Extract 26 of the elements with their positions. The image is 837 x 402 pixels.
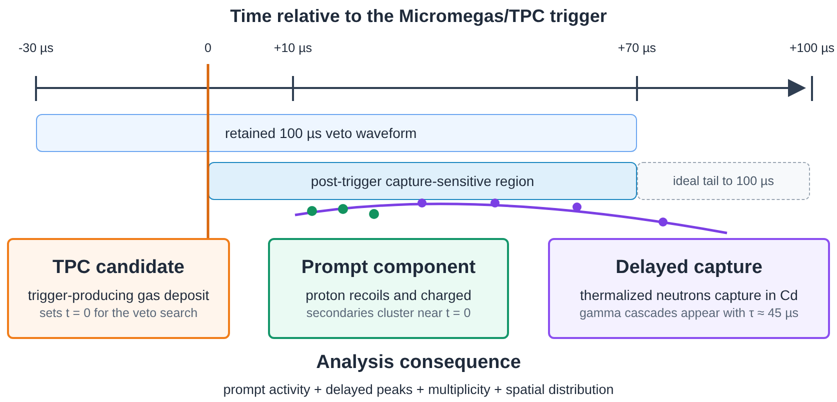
card-text: proton recoils and charged	[306, 287, 472, 303]
card-heading: Prompt component	[301, 257, 476, 279]
band-label: retained 100 µs veto waveform	[225, 125, 417, 141]
diagram-title: Time relative to the Micromegas/TPC trigger	[229, 6, 608, 27]
card-heading: Delayed capture	[616, 257, 762, 279]
heading: Analysis consequence	[315, 352, 522, 374]
info-card	[7, 238, 230, 339]
card-note: sets t = 0 for the veto search	[39, 306, 198, 320]
time-window-band	[208, 162, 637, 200]
band-label: post-trigger capture-sensitive region	[310, 173, 534, 189]
summary-text: prompt activity + delayed peaks + multiplicity + spatial distribution	[222, 382, 615, 397]
tick-label: +100 µs	[789, 41, 835, 55]
time-window-band	[637, 162, 810, 200]
tick-label: 0	[204, 41, 212, 55]
info-card	[268, 238, 509, 339]
card-text: trigger-producing gas deposit	[28, 287, 210, 303]
card-note: secondaries cluster near t = 0	[306, 306, 471, 320]
card-note: gamma cascades appear with τ ≈ 45 µs	[579, 306, 799, 320]
card-heading: TPC candidate	[52, 257, 184, 279]
info-card	[548, 238, 830, 339]
card-text: thermalized neutrons capture in Cd	[580, 287, 798, 303]
tick-label: -30 µs	[18, 41, 54, 55]
band-label: ideal tail to 100 µs	[672, 174, 774, 188]
tick-label: +70 µs	[618, 41, 656, 55]
tick-label: +10 µs	[274, 41, 312, 55]
time-window-band	[36, 114, 637, 152]
